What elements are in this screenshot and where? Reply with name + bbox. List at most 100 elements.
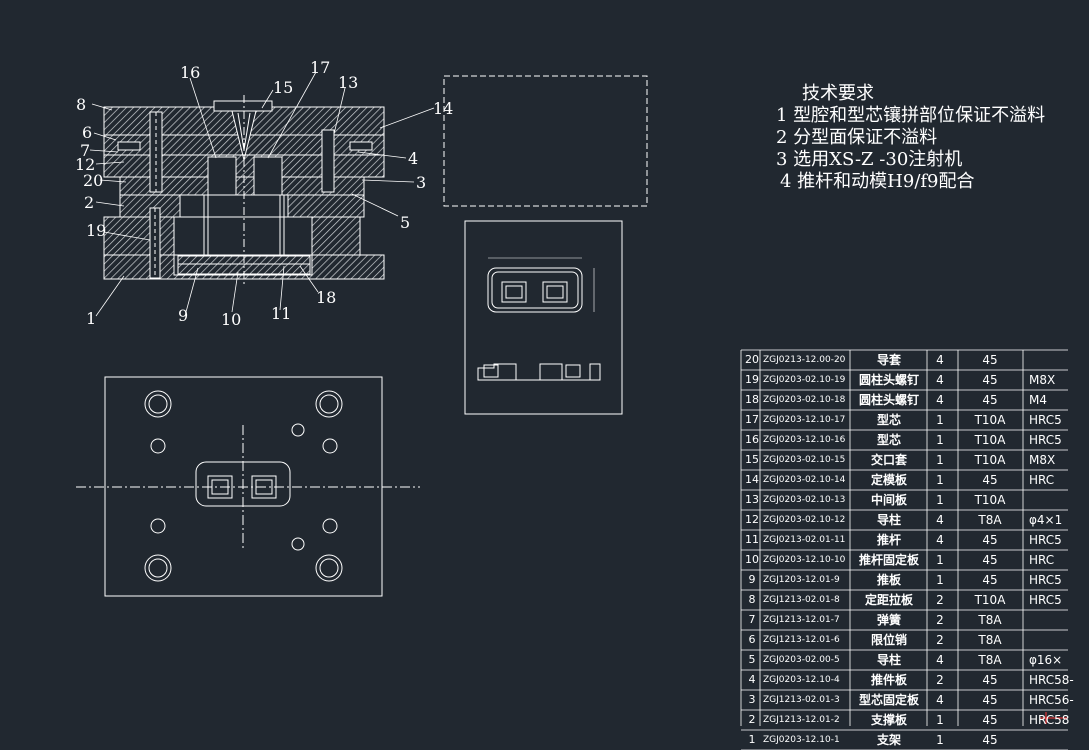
- bom-name: 圆柱头螺钉: [858, 373, 919, 387]
- bom-code: ZGJ1203-12.01-9: [763, 575, 840, 585]
- bom-material: T8A: [978, 513, 1002, 527]
- part-label-16: 16: [180, 63, 200, 82]
- technical-requirements: 技术要求 1 型腔和型芯镶拼部位保证不溢料 2 分型面保证不溢料 3 选用XS-…: [776, 83, 1045, 193]
- bom-code: ZGJ0213-12.00-20: [763, 355, 846, 365]
- part-number-labels: 8 6 7 12 20 2 19 1 16 15 17 13 14 4 3 5 …: [75, 58, 453, 329]
- bom-note: HRC5: [1029, 533, 1062, 547]
- bom-quantity: 1: [936, 553, 944, 567]
- part-label-5: 5: [400, 213, 410, 232]
- bom-material: 45: [982, 473, 998, 487]
- bom-name: 推杆固定板: [858, 553, 919, 567]
- bom-code: ZGJ1213-02.01-3: [763, 695, 840, 705]
- bom-code: ZGJ0203-02.00-5: [763, 655, 840, 665]
- bom-material: 45: [982, 713, 998, 727]
- requirement-2: 2 分型面保证不溢料: [776, 127, 938, 148]
- bom-material: 45: [982, 553, 998, 567]
- mold-section-view: [89, 71, 435, 317]
- bom-material: 45: [982, 733, 998, 747]
- requirement-4: 4 推杆和动模H9/f9配合: [780, 171, 975, 192]
- part-label-8: 8: [76, 95, 86, 114]
- bom-material: T8A: [978, 613, 1002, 627]
- bom-code: ZGJ1213-02.01-8: [763, 595, 840, 605]
- part-label-11: 11: [271, 304, 291, 323]
- bom-material: T10A: [974, 413, 1006, 427]
- bom-name: 型芯固定板: [858, 693, 919, 707]
- bom-material: 45: [982, 673, 998, 687]
- bom-name: 推板: [876, 573, 901, 587]
- bom-name: 导柱: [876, 653, 901, 667]
- bom-note: HRC58: [1029, 713, 1070, 727]
- part-label-17: 17: [310, 58, 330, 77]
- bom-index: 5: [748, 653, 756, 666]
- bom-name: 推件板: [870, 673, 907, 687]
- bom-material: 45: [982, 573, 998, 587]
- bom-index: 4: [748, 673, 756, 686]
- bom-index: 20: [745, 353, 759, 366]
- bom-quantity: 1: [936, 453, 944, 467]
- bom-name: 推杆: [876, 533, 901, 547]
- bom-index: 17: [745, 413, 759, 426]
- bom-name: 中间板: [870, 493, 907, 507]
- bom-index: 8: [748, 593, 756, 606]
- bom-material: T8A: [978, 653, 1002, 667]
- part-detail-view: [464, 220, 623, 415]
- bom-quantity: 1: [936, 493, 944, 507]
- part-label-14: 14: [433, 99, 453, 118]
- bom-name: 导柱: [876, 513, 901, 527]
- bom-quantity: 4: [936, 653, 944, 667]
- bom-code: ZGJ1213-12.01-7: [763, 615, 840, 625]
- bom-quantity: 1: [936, 433, 944, 447]
- bom-index: 11: [745, 533, 759, 546]
- bom-index: 16: [745, 433, 759, 446]
- bom-index: 2: [748, 713, 756, 726]
- bom-note: HRC: [1029, 473, 1055, 487]
- bom-material: T10A: [974, 493, 1006, 507]
- bom-quantity: 2: [936, 593, 944, 607]
- bom-name: 圆柱头螺钉: [858, 393, 919, 407]
- bom-code: ZGJ0203-02.10-14: [763, 475, 846, 485]
- bom-note: M8X: [1029, 453, 1056, 467]
- bom-index: 13: [745, 493, 759, 506]
- bom-index: 19: [745, 373, 759, 386]
- bom-code: ZGJ1213-12.01-2: [763, 715, 840, 725]
- bom-index: 10: [745, 553, 759, 566]
- bom-index: 9: [748, 573, 756, 586]
- part-label-7: 7: [80, 141, 90, 160]
- bom-row: 13 ZGJ0203-02.10-13 中间板 1 T10A: [741, 490, 1081, 510]
- part-label-10: 10: [221, 310, 241, 329]
- bom-code: ZGJ0203-02.10-13: [763, 495, 846, 505]
- part-label-6: 6: [82, 123, 92, 142]
- bom-name: 弹簧: [876, 613, 901, 627]
- bom-code: ZGJ0203-12.10-10: [763, 555, 846, 565]
- bom-index: 3: [748, 693, 756, 706]
- bom-material: 45: [982, 693, 998, 707]
- part-label-2: 2: [84, 193, 94, 212]
- bom-quantity: 2: [936, 633, 944, 647]
- bom-material: T10A: [974, 593, 1006, 607]
- bom-code: ZGJ0213-02.01-11: [763, 535, 846, 545]
- bom-quantity: 2: [936, 673, 944, 687]
- bom-note: HRC: [1029, 553, 1055, 567]
- bom-material: 45: [982, 353, 998, 367]
- bom-code: ZGJ0203-12.10-17: [763, 415, 846, 425]
- bom-code: ZGJ0203-12.10-1: [763, 735, 840, 745]
- bom-quantity: 2: [936, 613, 944, 627]
- bom-note: HRC5: [1029, 593, 1062, 607]
- part-label-15: 15: [273, 78, 293, 97]
- part-label-12: 12: [75, 155, 95, 174]
- bom-index: 1: [748, 733, 756, 746]
- part-label-4: 4: [408, 149, 418, 168]
